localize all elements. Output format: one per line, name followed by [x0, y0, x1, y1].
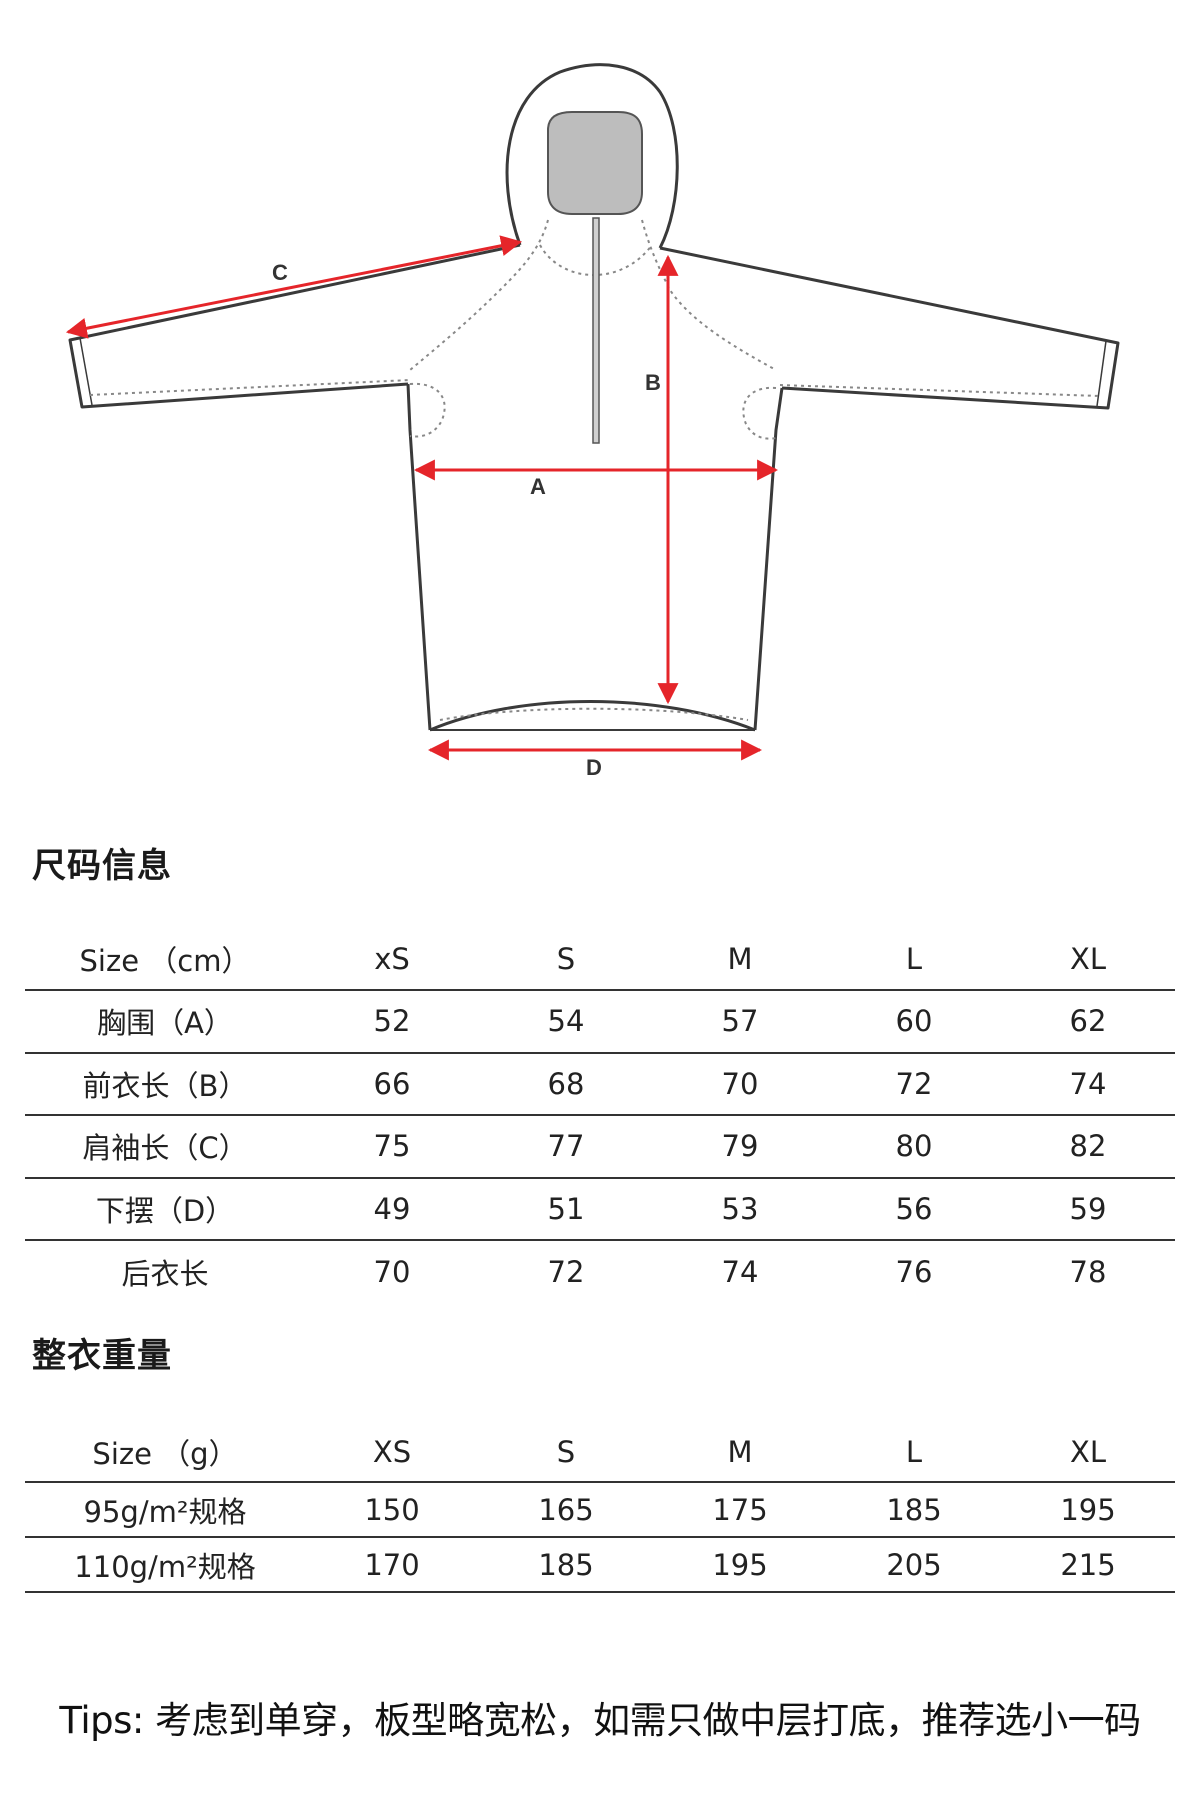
table-cell: 56 — [827, 1177, 1001, 1241]
table-cell: 80 — [827, 1115, 1001, 1179]
table-cell: 66 — [305, 1052, 479, 1116]
table-cell: 79 — [653, 1115, 827, 1179]
weight-info-title: 整衣重量 — [32, 1336, 172, 1376]
table-cell: 77 — [479, 1115, 653, 1179]
row-label: 前衣长（B） — [25, 1052, 305, 1116]
row-label: 胸围（A） — [25, 990, 305, 1054]
column-header: L — [827, 928, 1001, 991]
column-header: XS — [305, 1422, 479, 1483]
label-a: A — [530, 474, 546, 499]
label-b: B — [645, 370, 661, 395]
table-row: 后衣长 70 72 74 76 78 — [25, 1240, 1175, 1303]
zipper — [592, 217, 600, 444]
label-d: D — [586, 755, 602, 780]
table-cell: 60 — [827, 990, 1001, 1054]
table-cell: 72 — [827, 1052, 1001, 1116]
weight-table-header: Size （g） XS S M L XL — [25, 1422, 1175, 1483]
table-cell: 59 — [1001, 1177, 1175, 1241]
table-cell: 74 — [1001, 1052, 1175, 1116]
hood-opening — [547, 111, 643, 215]
table-cell: 195 — [1001, 1482, 1175, 1538]
table-cell: 62 — [1001, 990, 1175, 1054]
table-cell: 72 — [547, 1254, 585, 1289]
table-cell: 195 — [653, 1537, 827, 1593]
table-cell: 52 — [305, 990, 479, 1054]
table-cell: 53 — [653, 1177, 827, 1241]
table-cell: 82 — [1001, 1115, 1175, 1179]
table-cell: 68 — [479, 1052, 653, 1116]
column-header: M — [653, 928, 827, 991]
column-header: Size （g） — [25, 1422, 305, 1483]
table-cell: 57 — [653, 990, 827, 1054]
column-header: XL — [1001, 928, 1175, 991]
measure-arrows — [65, 235, 779, 761]
table-cell: 205 — [827, 1537, 1001, 1593]
table-row: 前衣长（B） 66 68 70 72 74 — [25, 1052, 1175, 1116]
row-label: 后衣长 — [121, 1256, 209, 1291]
table-cell: 150 — [305, 1482, 479, 1538]
table-cell: 76 — [895, 1254, 933, 1289]
garment-measurement-diagram: C A B D — [65, 63, 1120, 780]
sizing-tip: Tips: 考虑到单穿，板型略宽松，如需只做中层打底，推荐选小一码 — [59, 1699, 1141, 1742]
table-cell: 74 — [721, 1254, 759, 1289]
row-label: 95g/m²规格 — [25, 1482, 305, 1538]
arrow-c — [65, 235, 523, 339]
table-cell: 215 — [1001, 1537, 1175, 1593]
column-header: L — [827, 1422, 1001, 1483]
table-cell: 51 — [479, 1177, 653, 1241]
table-cell: 70 — [373, 1254, 411, 1289]
table-cell: 49 — [305, 1177, 479, 1241]
table-row: 下摆（D） 49 51 53 56 59 — [25, 1177, 1175, 1241]
table-cell: 175 — [653, 1482, 827, 1538]
table-cell: 70 — [653, 1052, 827, 1116]
table-row: 110g/m²规格 170 185 195 205 215 — [25, 1537, 1175, 1593]
size-info-title: 尺码信息 — [32, 846, 172, 886]
row-label: 肩袖长（C） — [25, 1115, 305, 1179]
row-label: 下摆（D） — [25, 1177, 305, 1241]
table-row: 95g/m²规格 150 165 175 185 195 — [25, 1482, 1175, 1538]
column-header: Size （cm） — [25, 928, 305, 991]
table-cell: 78 — [1069, 1254, 1107, 1289]
table-cell: 54 — [479, 990, 653, 1054]
column-header: S — [479, 1422, 653, 1483]
table-cell: 185 — [827, 1482, 1001, 1538]
table-row: 肩袖长（C） 75 77 79 80 82 — [25, 1115, 1175, 1179]
table-cell: 75 — [305, 1115, 479, 1179]
table-cell: 165 — [479, 1482, 653, 1538]
column-header: XL — [1001, 1422, 1175, 1483]
table-row: 胸围（A） 52 54 57 60 62 — [25, 990, 1175, 1054]
weight-table: Size （g） XS S M L XL 95g/m²规格 150 165 17… — [25, 1422, 1175, 1593]
size-table: Size （cm） xS S M L XL 胸围（A） 52 54 57 60 … — [25, 928, 1175, 1303]
table-cell: 185 — [479, 1537, 653, 1593]
row-label: 110g/m²规格 — [25, 1537, 305, 1593]
column-header: S — [479, 928, 653, 991]
table-cell: 170 — [305, 1537, 479, 1593]
column-header: M — [653, 1422, 827, 1483]
label-c: C — [272, 260, 288, 285]
size-table-header: Size （cm） xS S M L XL — [25, 928, 1175, 991]
column-header: xS — [305, 928, 479, 991]
